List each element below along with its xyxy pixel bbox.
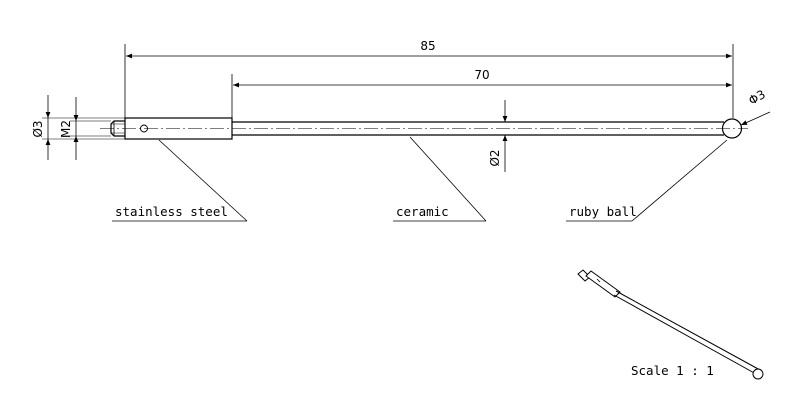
- dimension-text-stem-diameter: Ø2: [488, 149, 502, 166]
- scale-label: Scale 1 : 1: [631, 363, 714, 378]
- dimension-shaft-diameter: Ø3: [31, 95, 125, 160]
- isometric-preview: [577, 269, 764, 380]
- leader-stainless-steel: [158, 139, 248, 222]
- dimension-thread: M2: [59, 97, 111, 160]
- label-ceramic: ceramic: [393, 136, 487, 222]
- leader-ruby-ball: [631, 139, 728, 222]
- dimension-text-ball-diameter: Φ3: [746, 87, 768, 108]
- iso-stem-bottom: [613, 294, 757, 375]
- iso-stainless-body: [585, 270, 621, 298]
- dimension-ceramic-length: 70: [231, 68, 732, 118]
- label-stainless-steel: stainless steel: [112, 139, 248, 222]
- dimension-text-shaft-diameter: Ø3: [31, 120, 45, 137]
- dimension-arrow-ball: [740, 111, 771, 126]
- label-text-stainless-steel: stainless steel: [115, 204, 228, 219]
- iso-cross-hole: [596, 278, 601, 283]
- label-text-ruby-ball: ruby ball: [569, 204, 637, 219]
- leader-ceramic: [409, 136, 487, 222]
- dimension-text-thread: M2: [59, 120, 73, 138]
- iso-stem-top: [615, 290, 761, 371]
- iso-ruby-ball: [752, 368, 764, 380]
- dimension-overall-length: 85: [124, 39, 734, 118]
- dimension-text-70: 70: [474, 68, 489, 82]
- label-text-ceramic: ceramic: [396, 204, 449, 219]
- dimension-ball-diameter: Φ3: [740, 87, 771, 126]
- label-ruby-ball: ruby ball: [566, 139, 728, 222]
- dimension-text-85: 85: [420, 39, 435, 53]
- dimension-stem-diameter: Ø2: [488, 100, 508, 172]
